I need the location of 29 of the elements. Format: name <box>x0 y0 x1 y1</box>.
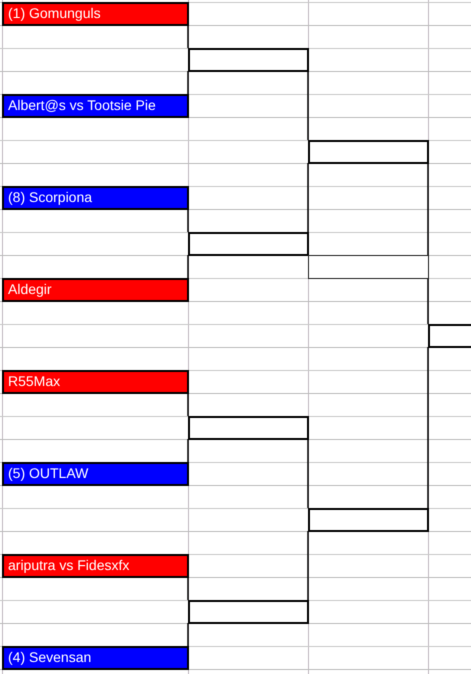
team-slot: (5) OUTLAW <box>2 462 189 486</box>
team-slot: ariputra vs Fidesxfx <box>2 554 189 578</box>
bracket-line <box>187 393 189 416</box>
bracket-line <box>187 439 189 462</box>
bracket-line <box>187 209 189 232</box>
bracket-line <box>307 531 309 600</box>
empty-slot <box>308 255 429 279</box>
team-slot: Aldegir <box>2 278 189 302</box>
bracket-line <box>307 71 309 140</box>
bracket-line <box>187 255 189 278</box>
team-slot: (8) Scorpiona <box>2 186 189 210</box>
bracket-line <box>187 623 189 646</box>
bracket-line <box>187 25 189 48</box>
empty-slot <box>188 232 309 256</box>
bracket-line <box>187 577 189 600</box>
bracket-line <box>307 439 309 508</box>
empty-slot <box>308 140 429 164</box>
empty-slot <box>188 48 309 72</box>
team-slot: Albert@s vs Tootsie Pie <box>2 94 189 118</box>
empty-slot <box>308 508 429 532</box>
empty-slot <box>188 600 309 624</box>
team-slot: (1) Gomunguls <box>2 2 189 26</box>
bracket-line <box>427 347 429 508</box>
empty-slot <box>428 324 471 348</box>
empty-slot <box>188 416 309 440</box>
team-slot: (4) Sevensan <box>2 646 189 670</box>
bracket-line <box>307 163 309 232</box>
team-slot: R55Max <box>2 370 189 394</box>
bracket-line <box>187 71 189 94</box>
